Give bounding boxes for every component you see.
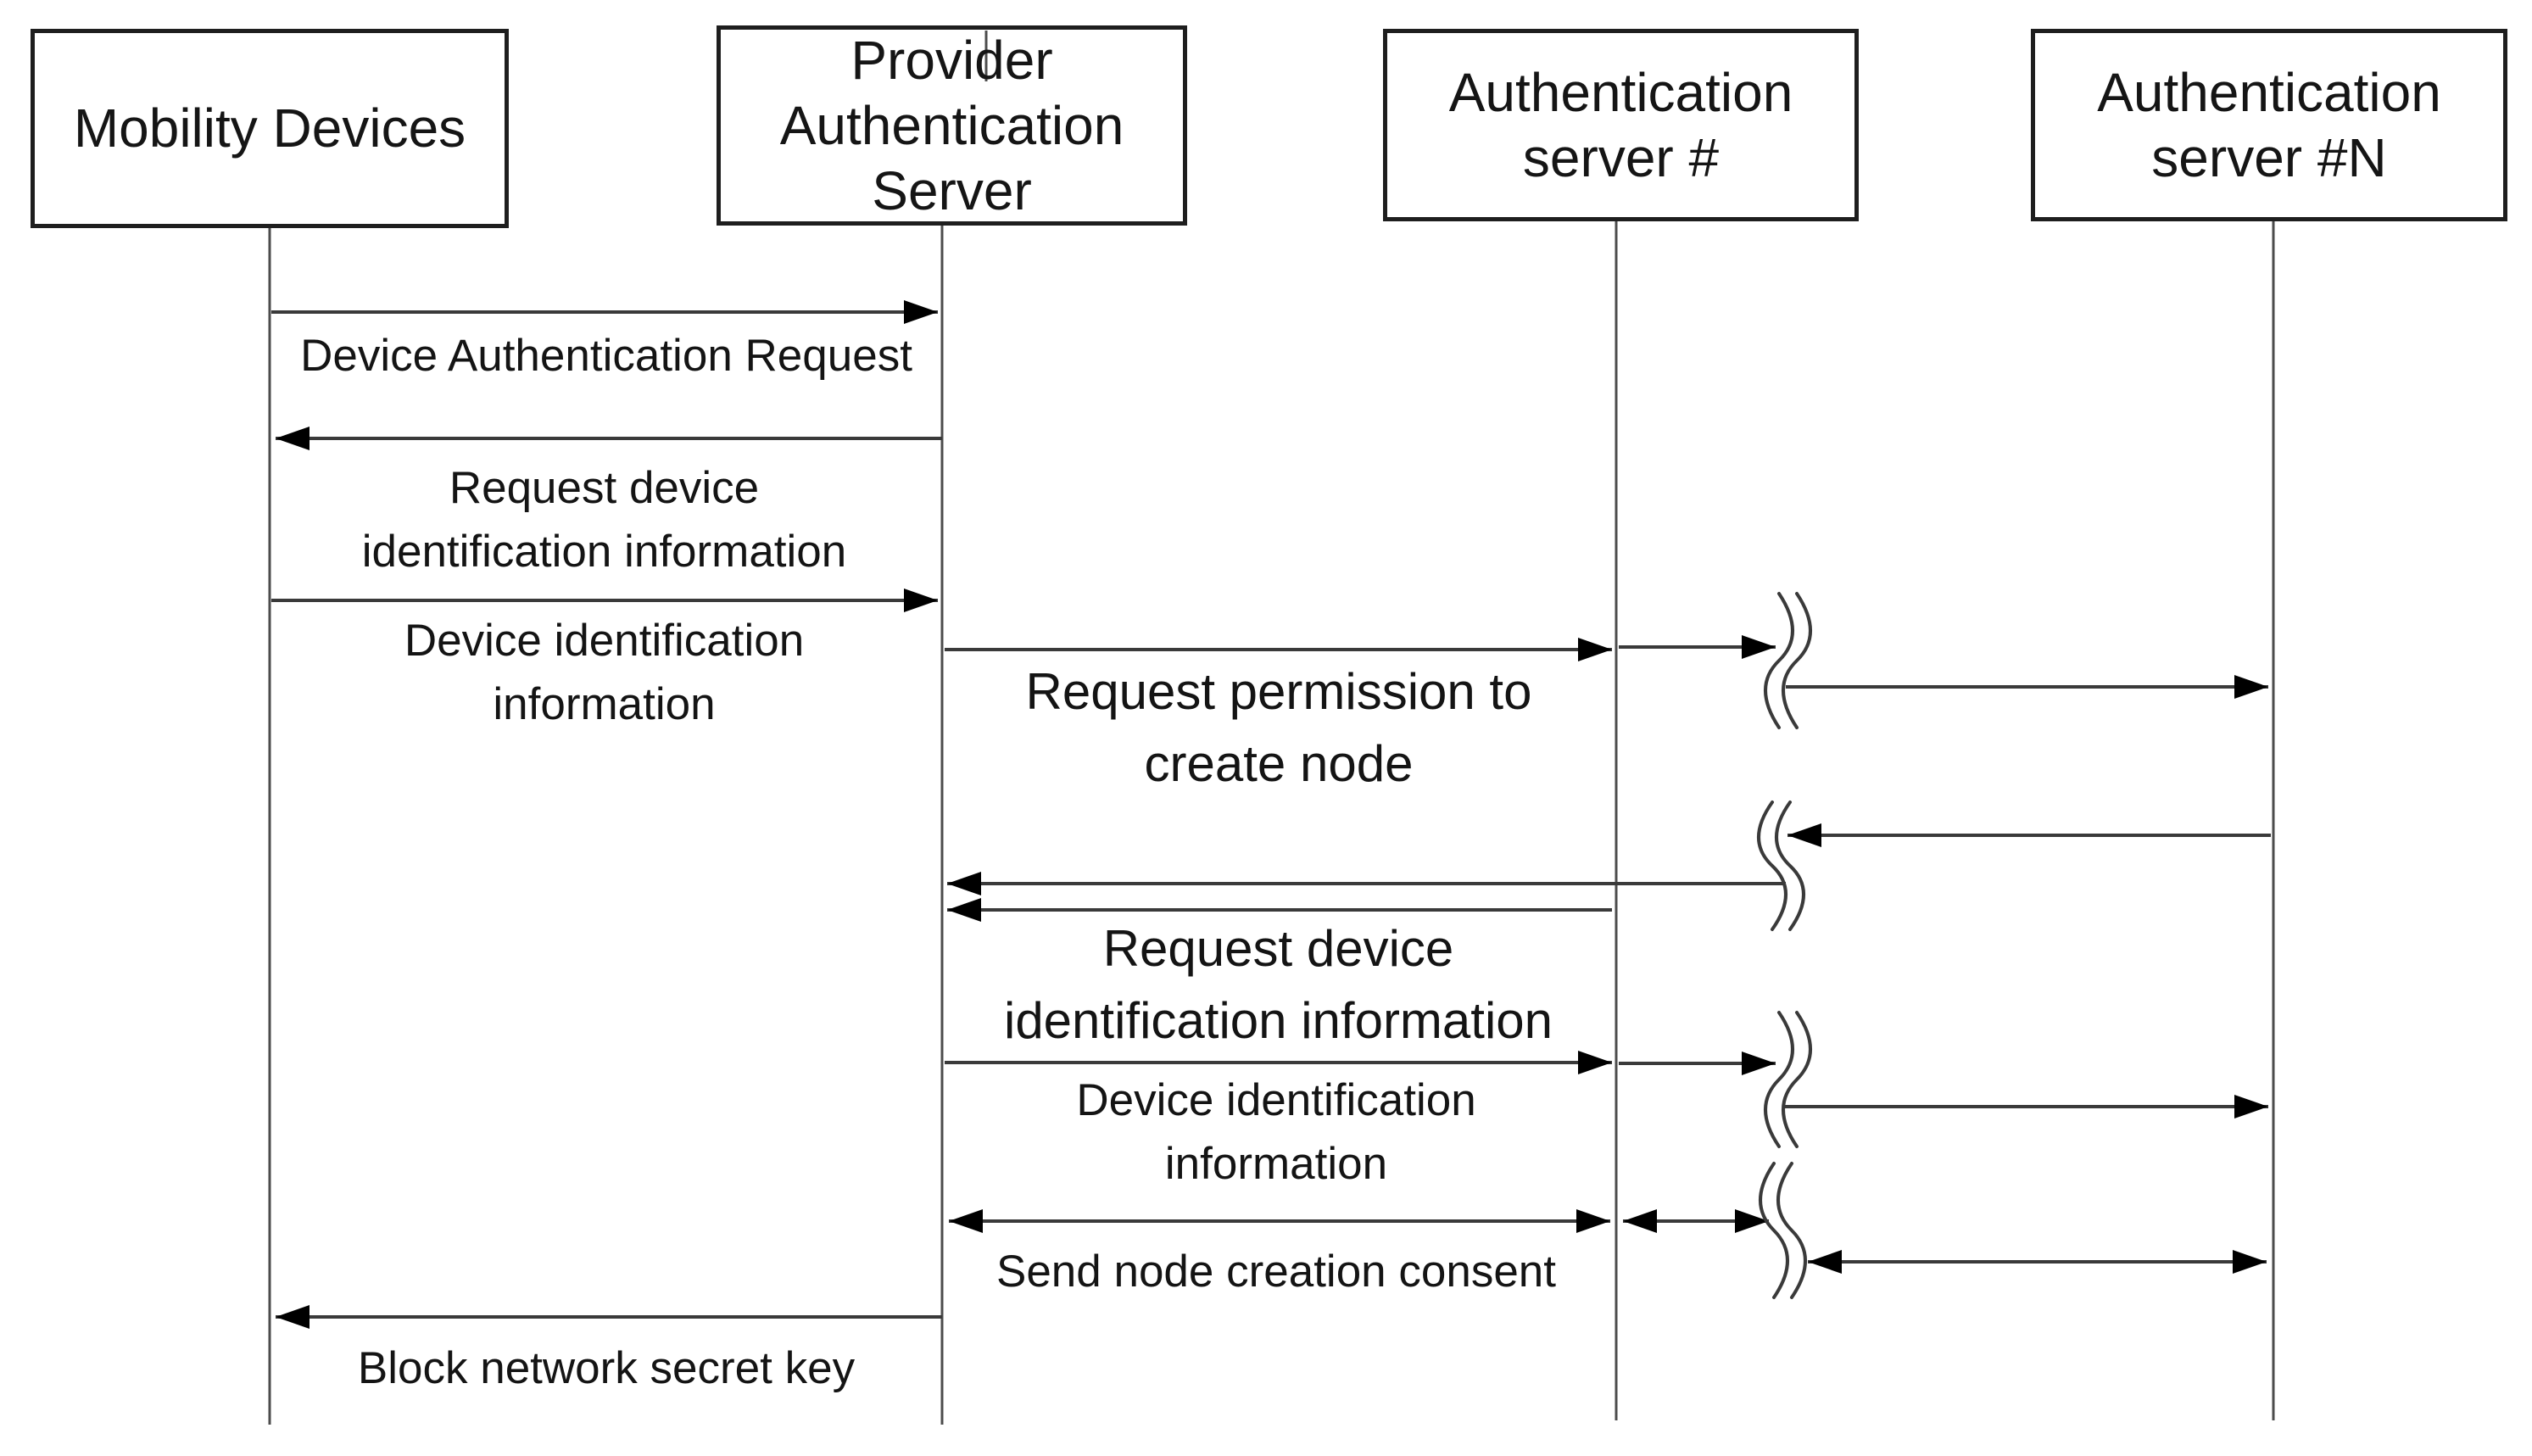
message-label-device-id-info-left: Device identification information bbox=[404, 616, 805, 729]
message-label-device-id-info-mid: Device identification information bbox=[1076, 1075, 1476, 1189]
break-squiggle-4 bbox=[1759, 1162, 1807, 1299]
actor-label-auth-server-hash-n: Authentication server #N bbox=[2097, 61, 2441, 188]
message-label-block-network-secret-key: Block network secret key bbox=[357, 1343, 856, 1393]
actor-label-provider-auth-server: Provider Authentication Server bbox=[779, 29, 1124, 221]
actor-box-auth-server-hash-n: Authentication server #N bbox=[2031, 29, 2507, 221]
message-label-send-node-creation-consent: Send node creation consent bbox=[996, 1247, 1557, 1297]
message-label-request-device-id-info-left: Request device identification informatio… bbox=[361, 463, 847, 577]
actor-box-auth-server-hash: Authentication server # bbox=[1383, 29, 1859, 221]
break-squiggle-3 bbox=[1764, 1011, 1812, 1148]
message-label-request-permission-create-node: Request permission to create node bbox=[1025, 663, 1532, 792]
actor-box-provider-auth-server: Provider Authentication Server bbox=[717, 25, 1187, 226]
message-label-request-device-id-info-mid: Request device identification informatio… bbox=[1003, 920, 1553, 1049]
actor-label-auth-server-hash: Authentication server # bbox=[1448, 61, 1793, 188]
actor-box-mobility-devices: Mobility Devices bbox=[31, 29, 509, 228]
message-label-device-auth-request: Device Authentication Request bbox=[300, 331, 912, 381]
break-squiggle-1 bbox=[1764, 592, 1812, 729]
break-squiggle-2 bbox=[1757, 801, 1805, 931]
actor-label-mobility-devices: Mobility Devices bbox=[73, 98, 466, 159]
